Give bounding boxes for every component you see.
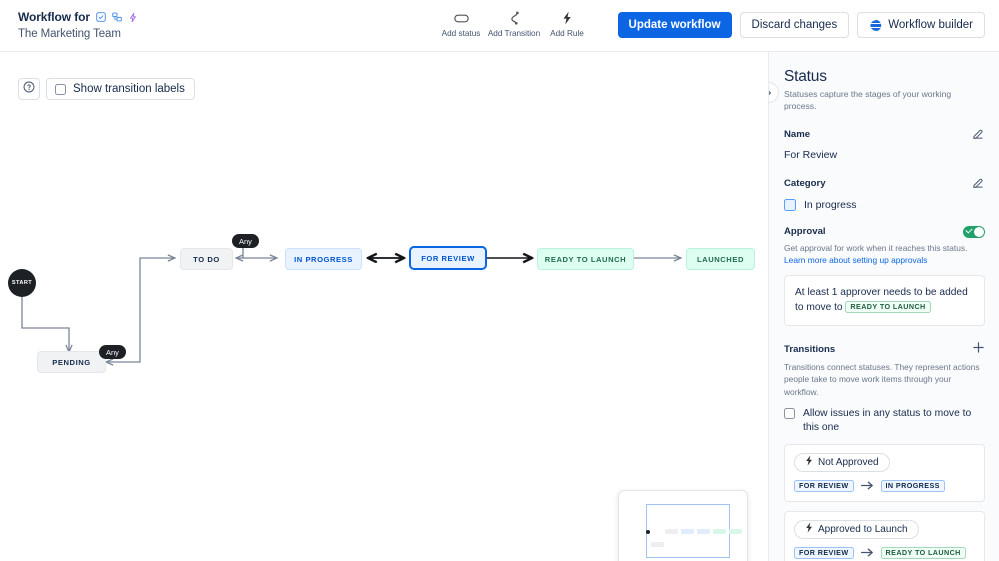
panel-subtitle: Statuses capture the stages of your work… bbox=[784, 89, 952, 111]
node-in-progress[interactable]: IN PROGRESS bbox=[285, 248, 362, 270]
status-pill-icon bbox=[453, 11, 469, 25]
minimap-block-in-progress bbox=[681, 529, 694, 534]
minimap-start-dot bbox=[646, 530, 650, 534]
canvas-toolbar: Add status Add Transition Add Rule bbox=[437, 11, 591, 38]
checkbox-task-icon bbox=[96, 12, 106, 22]
category-section: Category In progress bbox=[784, 176, 985, 212]
minimap-block-todo bbox=[665, 529, 678, 534]
page-title: Workflow for bbox=[18, 10, 90, 24]
transition-curve-icon bbox=[509, 11, 520, 25]
any-badge-todo[interactable]: Any bbox=[232, 234, 259, 248]
allow-any-status-label: Allow issues in any status to move to th… bbox=[803, 407, 972, 433]
bolt-icon bbox=[562, 11, 572, 25]
status-name-value: For Review bbox=[784, 149, 838, 162]
workflow-canvas[interactable]: Show transition labels bbox=[0, 52, 768, 561]
start-node[interactable]: START bbox=[8, 269, 36, 297]
transitions-description: Transitions connect statuses. They repre… bbox=[784, 362, 980, 397]
add-transition-label: Add Transition bbox=[487, 29, 541, 38]
transition-flow: FOR REVIEW IN PROGRESS bbox=[794, 479, 975, 492]
add-transition-button[interactable]: Add Transition bbox=[485, 11, 543, 38]
rule-bolt-icon bbox=[128, 12, 138, 23]
canvas-controls: Show transition labels bbox=[18, 78, 195, 100]
transition-card[interactable]: Approved to Launch FOR REVIEW READY TO L… bbox=[784, 510, 985, 561]
node-pending[interactable]: PENDING bbox=[37, 351, 106, 373]
transition-to: IN PROGRESS bbox=[880, 479, 945, 492]
transition-name-pill[interactable]: Not Approved bbox=[794, 452, 890, 472]
node-to-do[interactable]: TO DO bbox=[180, 248, 233, 270]
name-section: Name For Review bbox=[784, 127, 985, 161]
approval-warning-card: At least 1 approver needs to be added to… bbox=[784, 274, 985, 327]
update-workflow-button[interactable]: Update workflow bbox=[617, 12, 732, 38]
help-button[interactable] bbox=[18, 78, 40, 100]
approval-toggle[interactable] bbox=[963, 226, 985, 239]
workflow-heading: Workflow for The Marketing Team bbox=[18, 10, 138, 40]
transition-name: Not Approved bbox=[818, 456, 879, 468]
any-badge-pending[interactable]: Any bbox=[99, 345, 126, 359]
approval-label: Approval bbox=[784, 226, 826, 238]
transitions-section: Transitions Transitions connect statuses… bbox=[784, 341, 985, 561]
workflow-builder-button[interactable]: Workflow builder bbox=[857, 12, 985, 38]
add-rule-button[interactable]: Add Rule bbox=[543, 11, 591, 38]
workflow-edges bbox=[21, 246, 768, 561]
approval-description-text: Get approval for work when it reaches th… bbox=[784, 243, 968, 254]
category-value-row: In progress bbox=[784, 199, 985, 212]
discard-changes-button[interactable]: Discard changes bbox=[739, 12, 850, 38]
bolt-icon bbox=[805, 522, 813, 536]
allow-any-status-row[interactable]: Allow issues in any status to move to th… bbox=[784, 407, 985, 435]
arrow-right-icon bbox=[860, 481, 874, 490]
approval-card-lozenge: READY TO LAUNCH bbox=[845, 300, 931, 313]
status-details-panel: Status Statuses capture the stages of yo… bbox=[768, 52, 999, 561]
toggle-knob bbox=[974, 227, 984, 238]
minimap-block-ready bbox=[713, 529, 726, 534]
allow-any-status-checkbox[interactable] bbox=[784, 407, 795, 419]
category-value: In progress bbox=[804, 199, 857, 212]
add-rule-label: Add Rule bbox=[550, 29, 584, 38]
transition-card[interactable]: Not Approved FOR REVIEW IN PROGRESS bbox=[784, 443, 985, 502]
approval-section: Approval Get approval for work when it r… bbox=[784, 226, 985, 327]
category-label: Category bbox=[784, 177, 826, 189]
arrow-right-icon bbox=[860, 548, 874, 557]
transition-flow: FOR REVIEW READY TO LAUNCH bbox=[794, 546, 975, 559]
subtask-icon bbox=[112, 12, 122, 22]
header-actions: Update workflow Discard changes Workflow… bbox=[617, 12, 985, 38]
bolt-icon bbox=[805, 455, 813, 469]
show-transition-labels-toggle[interactable]: Show transition labels bbox=[46, 78, 195, 100]
node-launched[interactable]: LAUNCHED bbox=[686, 248, 755, 270]
approval-card-text: At least 1 approver needs to be added to… bbox=[795, 286, 968, 314]
node-ready-to-launch[interactable]: READY TO LAUNCH bbox=[537, 248, 634, 270]
minimap-panel[interactable] bbox=[618, 490, 748, 561]
plus-icon[interactable] bbox=[972, 341, 985, 357]
minimap-block-pending bbox=[651, 542, 664, 547]
edit-pencil-icon[interactable] bbox=[971, 127, 985, 141]
add-status-button[interactable]: Add status bbox=[437, 11, 485, 38]
transition-name: Approved to Launch bbox=[818, 523, 908, 535]
transitions-label: Transitions bbox=[784, 343, 836, 355]
panel-title: Status bbox=[784, 68, 827, 85]
workflow-builder-label: Workflow builder bbox=[888, 19, 973, 31]
workflow-builder-icon bbox=[869, 18, 882, 32]
add-status-label: Add status bbox=[441, 29, 481, 38]
minimap-block-launched bbox=[729, 529, 742, 534]
question-circle-icon bbox=[23, 80, 35, 98]
transition-to: READY TO LAUNCH bbox=[880, 546, 966, 559]
show-labels-checkbox[interactable] bbox=[55, 83, 66, 95]
category-color-swatch bbox=[784, 199, 796, 212]
transition-from: FOR REVIEW bbox=[794, 479, 854, 492]
minimap-block-for-review bbox=[697, 529, 710, 534]
transition-from: FOR REVIEW bbox=[794, 546, 854, 559]
name-label: Name bbox=[784, 128, 811, 140]
edit-pencil-icon[interactable] bbox=[971, 176, 985, 190]
show-labels-label: Show transition labels bbox=[73, 83, 185, 95]
transition-name-pill[interactable]: Approved to Launch bbox=[794, 519, 919, 539]
approval-learn-more-link[interactable]: Learn more about setting up approvals bbox=[784, 255, 928, 266]
approval-description: Get approval for work when it reaches th… bbox=[784, 242, 985, 266]
top-bar: Workflow for The Marketing Team Add stat… bbox=[0, 0, 999, 52]
check-icon bbox=[965, 226, 973, 235]
workflow-subtitle: The Marketing Team bbox=[18, 28, 121, 40]
node-for-review[interactable]: FOR REVIEW bbox=[409, 246, 487, 270]
chevron-right-icon bbox=[769, 84, 773, 102]
minimap-viewport[interactable] bbox=[646, 504, 742, 558]
